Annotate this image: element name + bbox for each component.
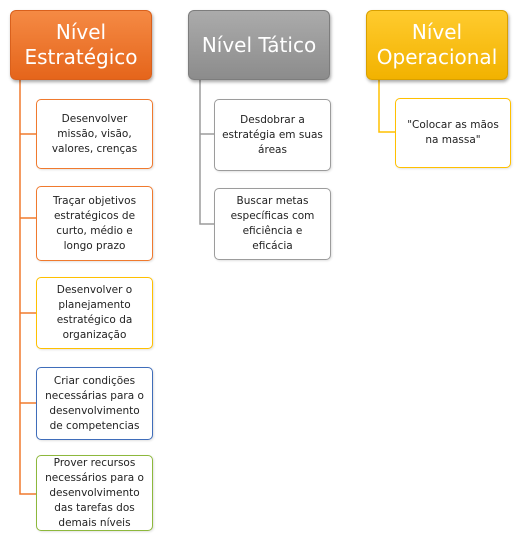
- strategic-item-resources: Prover recursos necessários para o desen…: [36, 455, 153, 531]
- tactical-item-text: Desdobrar a estratégia em suas áreas: [222, 113, 323, 156]
- strategic-item-text: Traçar objetivos estratégicos de curto, …: [52, 194, 137, 252]
- operational-level-header: Nível Operacional: [366, 10, 508, 80]
- strategic-item-mission: Desenvolver missão, visão, valores, cren…: [36, 99, 153, 169]
- tactical-item-unfold-strategy: Desdobrar a estratégia em suas áreas: [214, 99, 331, 171]
- strategic-item-competencies: Criar condições necessárias para o desen…: [36, 367, 153, 440]
- tactical-level-header: Nível Tático: [188, 10, 330, 80]
- strategic-level-header: Nível Estratégico: [10, 10, 152, 80]
- operational-item-text: "Colocar as mãos na massa": [407, 119, 499, 146]
- connector-strategic: [19, 80, 36, 495]
- operational-level-title: Nível Operacional: [376, 20, 498, 69]
- strategic-item-text: Desenvolver o planejamento estratégico d…: [56, 284, 133, 341]
- strategic-item-text: Prover recursos necessários para o desen…: [45, 456, 144, 529]
- tactical-item-text: Buscar metas específicas com eficiência …: [230, 195, 315, 252]
- strategic-item-text: Desenvolver missão, visão, valores, cren…: [51, 112, 138, 155]
- connector-tactical: [199, 80, 214, 225]
- tactical-item-goals: Buscar metas específicas com eficiência …: [214, 188, 331, 260]
- connector-operational: [378, 80, 395, 133]
- operational-item-hands-on: "Colocar as mãos na massa": [395, 98, 511, 168]
- strategic-item-planning: Desenvolver o planejamento estratégico d…: [36, 277, 153, 349]
- strategic-item-objectives: Traçar objetivos estratégicos de curto, …: [36, 186, 153, 261]
- strategic-level-title: Nível Estratégico: [24, 20, 138, 69]
- strategic-item-text: Criar condições necessárias para o desen…: [45, 374, 144, 432]
- tactical-level-title: Nível Tático: [201, 32, 317, 57]
